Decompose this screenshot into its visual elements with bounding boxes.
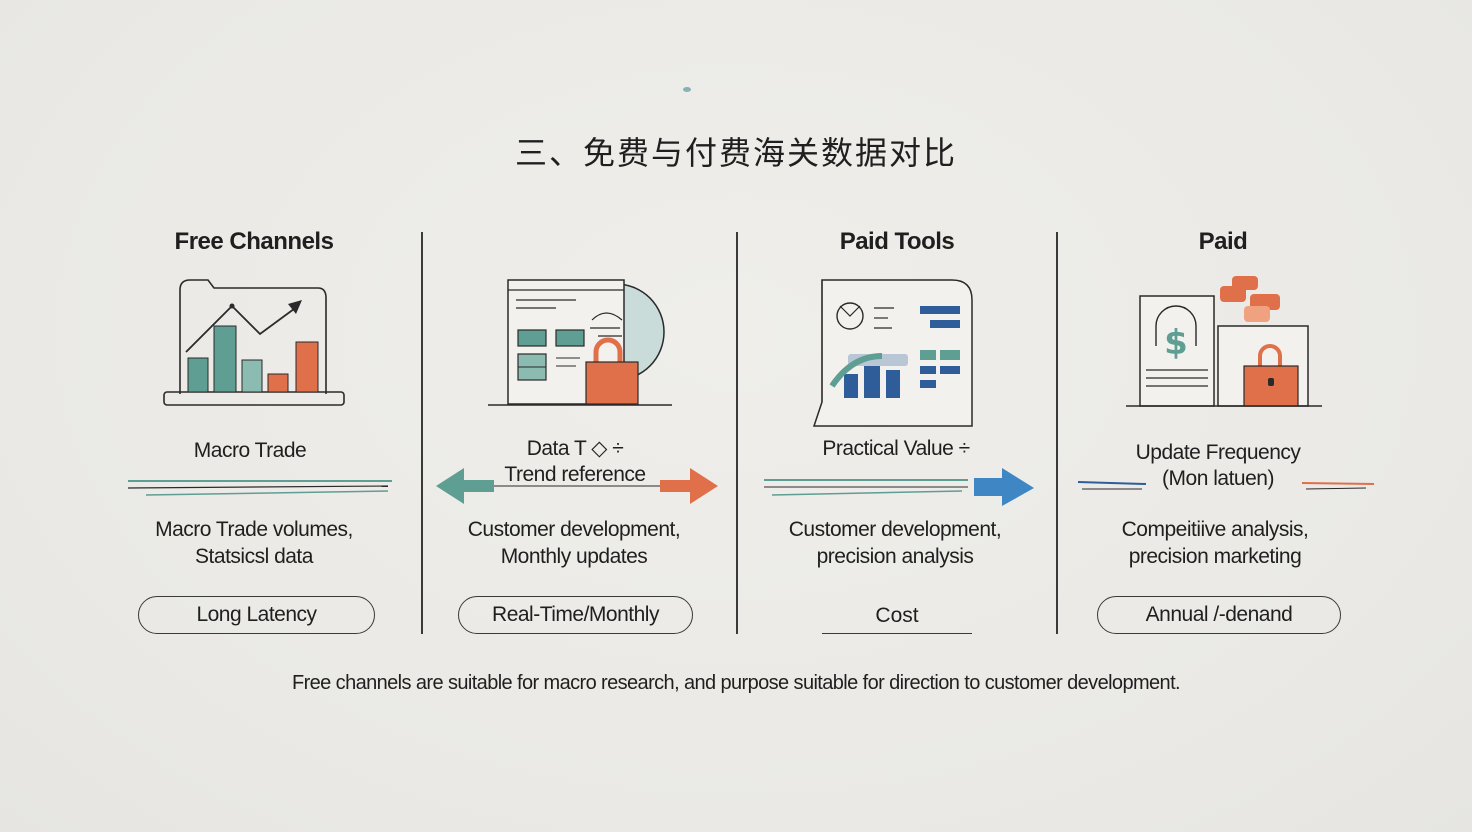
- column-label: Data T ◇ ÷ Trend reference: [450, 436, 700, 488]
- column-description-line: precision marketing: [1128, 545, 1302, 568]
- column-label-line: Practical Value ÷: [822, 437, 970, 460]
- tag-annual-demand: Annual /-denand: [1097, 596, 1341, 634]
- dashboard-screen-icon: [812, 279, 973, 427]
- column-heading-paid: Paid: [1198, 228, 1248, 255]
- tag-real-time-monthly: Real-Time/Monthly: [458, 596, 693, 634]
- column-divider: [421, 232, 423, 634]
- column-description-line: precision analysis: [816, 545, 974, 568]
- page-title: 三、免费与付费海关数据对比: [514, 134, 957, 172]
- column-label: Update Frequency (Mon latuen): [1098, 440, 1338, 492]
- decorative-lines: [127, 480, 392, 496]
- column-label-line: Macro Trade: [193, 439, 307, 462]
- column-description-line: Statsicsl data: [195, 545, 313, 568]
- column-divider: [736, 232, 738, 634]
- decorative-dot: [683, 87, 691, 92]
- column-heading-free-channels: Free Channels: [174, 228, 334, 255]
- column-description: Compeitiive analysis, precision marketin…: [1080, 516, 1350, 570]
- decorative-lines: [1077, 481, 1375, 490]
- right-arrow: [764, 468, 1034, 506]
- svg-text:$: $: [1164, 323, 1188, 363]
- column-label-line: Trend reference: [504, 463, 646, 486]
- column-description-line: Monthly updates: [500, 545, 648, 568]
- footer-summary: Free channels are suitable for macro res…: [291, 672, 1181, 694]
- column-description: Customer development, precision analysis: [762, 516, 1028, 570]
- column-label: Practical Value ÷: [776, 436, 1016, 462]
- column-label: Macro Trade: [120, 438, 380, 464]
- column-label-line: Update Frequency: [1135, 441, 1301, 464]
- column-heading-paid-tools: Paid Tools: [839, 228, 955, 255]
- double-arrow: [436, 468, 718, 504]
- column-description-line: Customer development,: [788, 518, 1002, 541]
- column-label-line: Data T ◇ ÷: [526, 437, 624, 460]
- payment-lock-icon: $: [1126, 276, 1322, 407]
- tag-cost: Cost: [822, 598, 972, 634]
- column-description-line: Compeitiive analysis,: [1121, 518, 1309, 541]
- bar-chart-icon: [163, 279, 345, 406]
- column-divider: [1056, 232, 1058, 634]
- column-description-line: Customer development,: [467, 518, 681, 541]
- column-description: Macro Trade volumes, Statsicsl data: [120, 516, 388, 570]
- column-description: Customer development, Monthly updates: [440, 516, 708, 570]
- column-description-line: Macro Trade volumes,: [155, 518, 353, 541]
- tag-long-latency: Long Latency: [138, 596, 375, 634]
- column-label-line: (Mon latuen): [1162, 467, 1274, 490]
- locked-document-icon: [488, 279, 672, 406]
